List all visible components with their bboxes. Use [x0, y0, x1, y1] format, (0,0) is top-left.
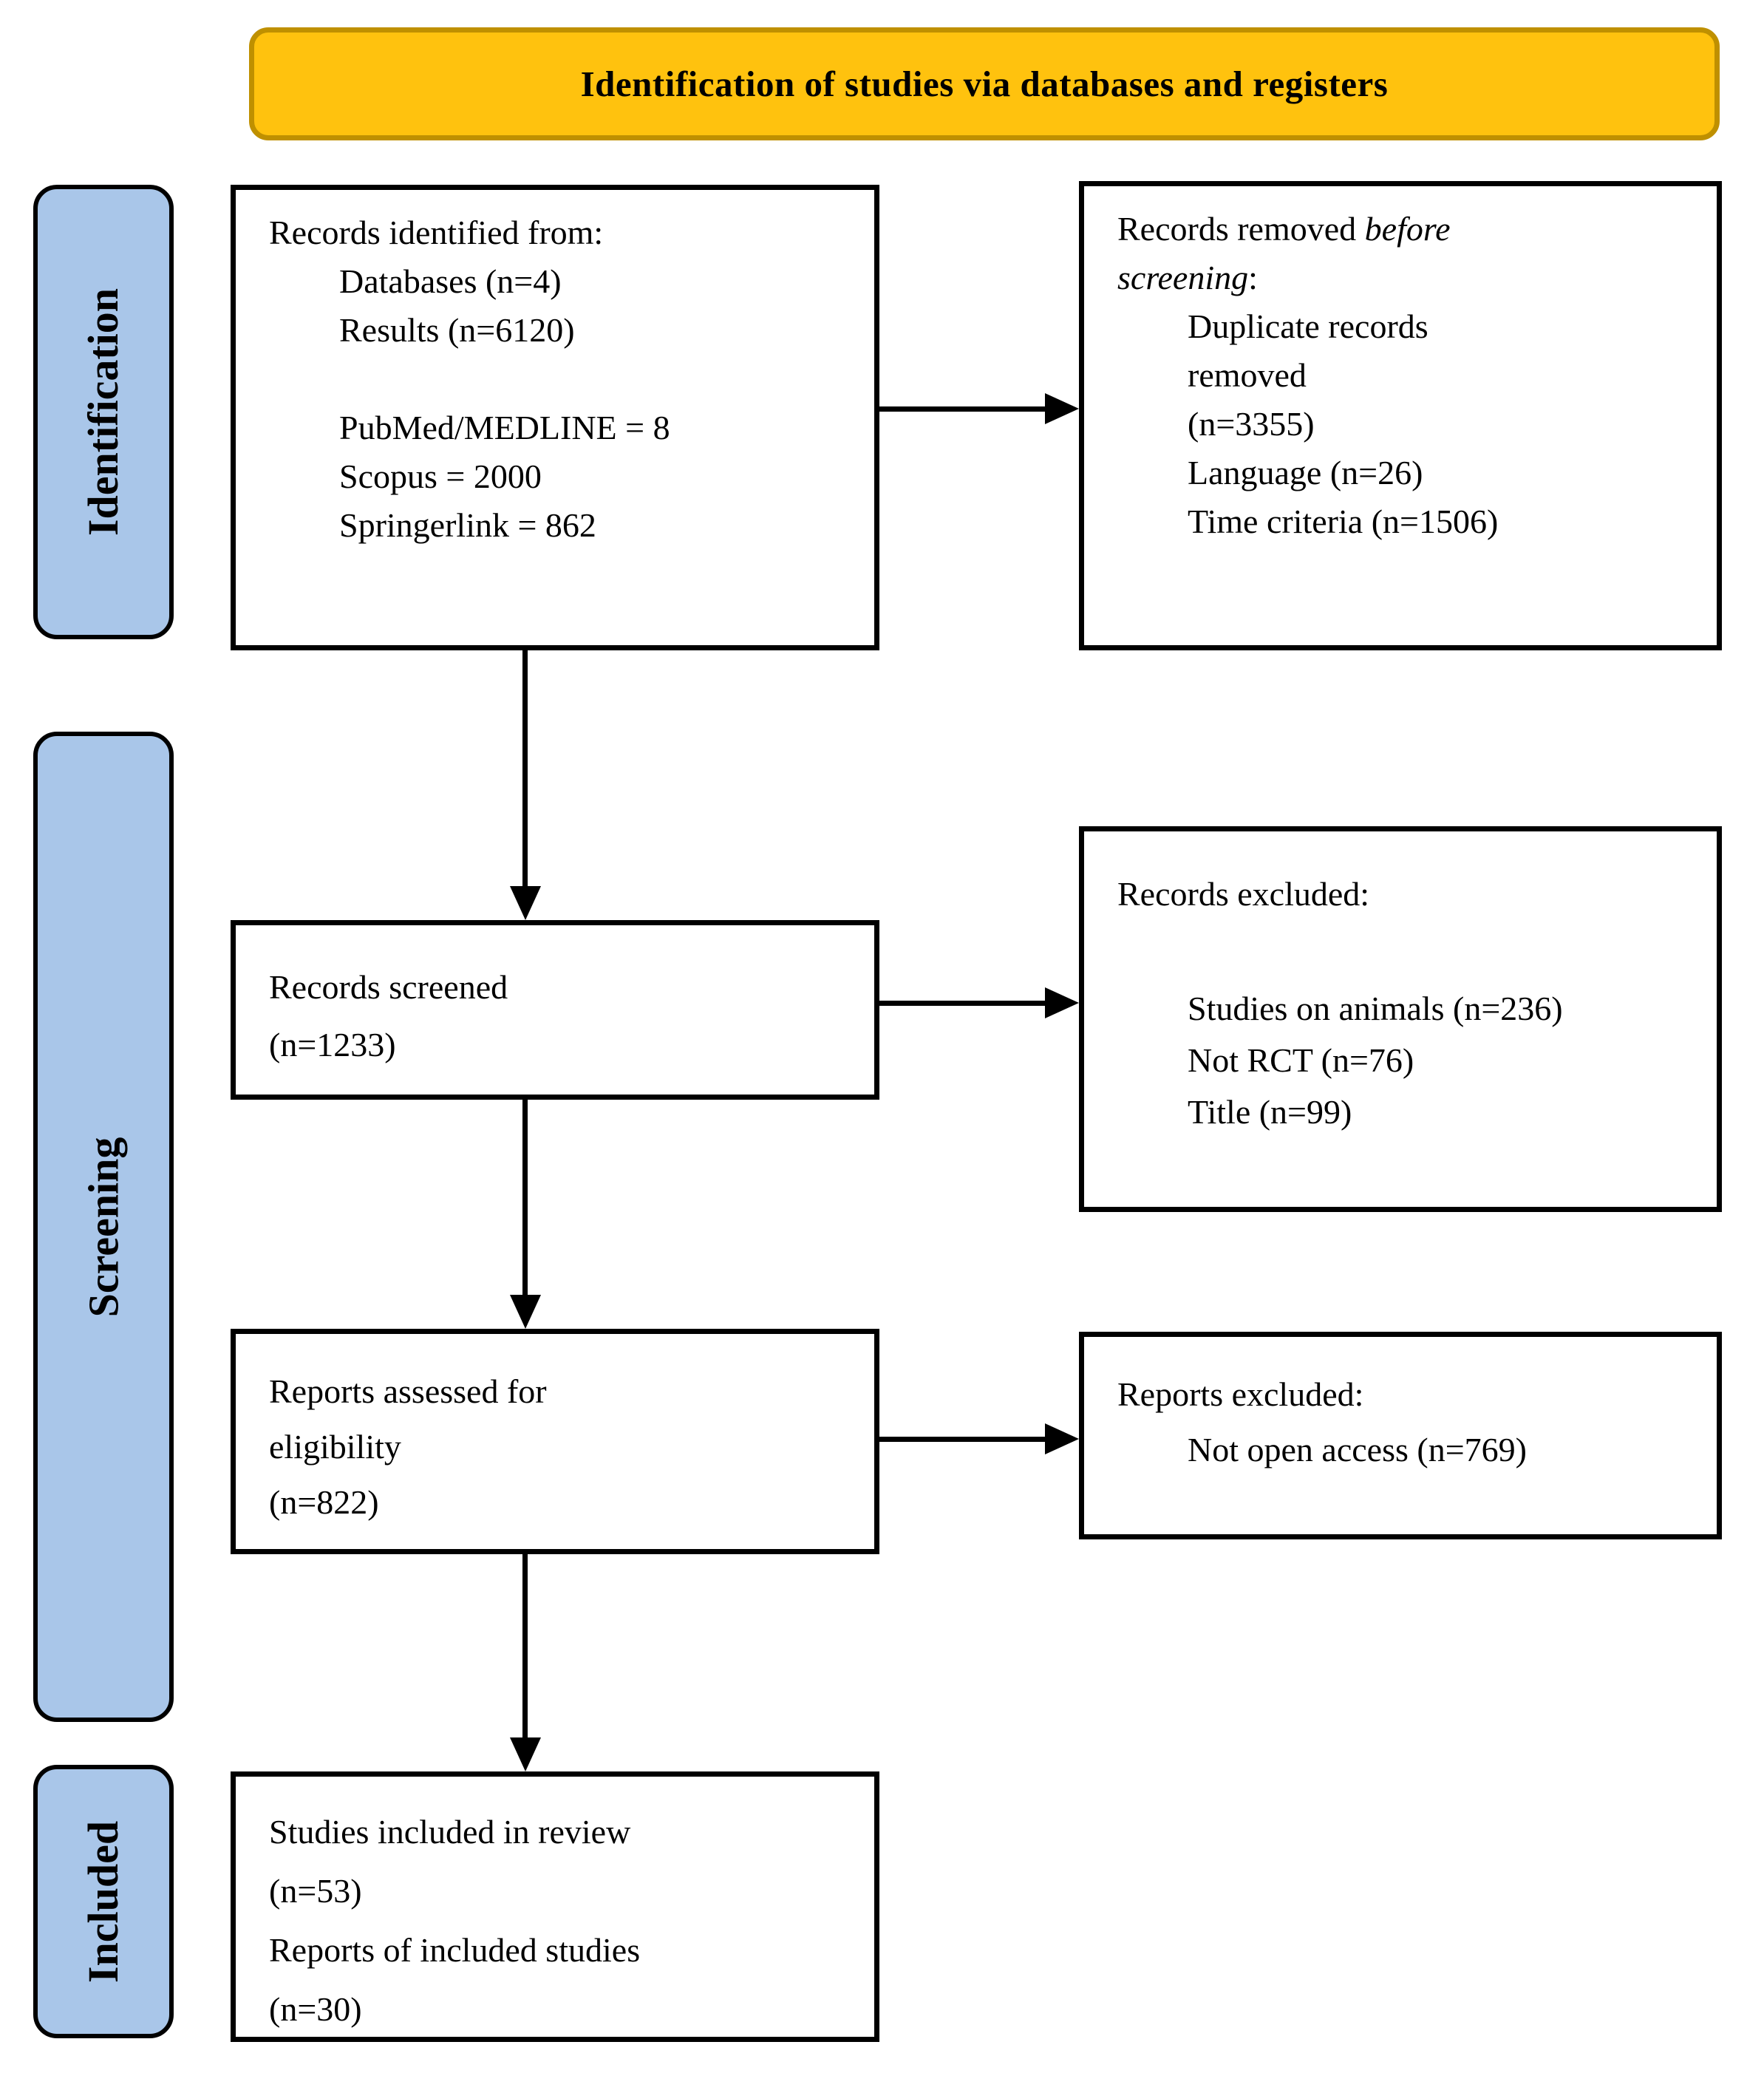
records-identified-box: Records identified from: Databases (n=4)… [231, 185, 879, 650]
box-line: (n=3355) [1188, 405, 1315, 443]
box-line: Reports of included studies [269, 1931, 641, 1969]
stage-label-identification: Identification [33, 185, 174, 639]
box-line: (n=53) [269, 1872, 362, 1910]
diagram-title-banner: Identification of studies via databases … [249, 27, 1720, 140]
stage-label-screening: Screening [33, 732, 174, 1722]
arrow-assessed-to-reports-excluded-head [1045, 1423, 1079, 1454]
records-removed-box: Records removed before screening: Duplic… [1079, 181, 1722, 650]
arrow-assessed-to-reports-excluded-line [879, 1437, 1048, 1442]
box-line: Not RCT (n=76) [1188, 1041, 1414, 1079]
stage-label-included: Included [33, 1765, 174, 2038]
box-line: Studies on animals (n=236) [1188, 990, 1563, 1027]
box-line: Scopus = 2000 [339, 457, 542, 495]
box-line: Reports assessed for [269, 1372, 547, 1410]
reports-excluded-box: Reports excluded: Not open access (n=769… [1079, 1332, 1722, 1539]
blank-line [1117, 920, 1687, 983]
box-line: PubMed/MEDLINE = 8 [339, 409, 670, 446]
box-line: Results (n=6120) [339, 311, 575, 349]
arrow-assessed-to-included-head [510, 1737, 541, 1771]
box-line: Records screened [269, 968, 508, 1006]
box-line: Language (n=26) [1188, 454, 1423, 491]
arrow-screened-to-assessed-head [510, 1295, 541, 1329]
box-line: Reports excluded: [1117, 1375, 1364, 1413]
arrow-identified-to-screened-line [522, 650, 528, 888]
studies-included-box: Studies included in review (n=53) Report… [231, 1771, 879, 2042]
arrow-screened-to-excluded-line [879, 1001, 1048, 1006]
box-line: removed [1188, 356, 1307, 394]
box-line: Springerlink = 862 [339, 506, 596, 544]
box-line: Studies included in review [269, 1813, 631, 1851]
box-line: Databases (n=4) [339, 262, 562, 300]
records-screened-box: Records screened (n=1233) [231, 920, 879, 1100]
box-line: (n=822) [269, 1483, 379, 1521]
box-line: (n=30) [269, 1990, 362, 2028]
records-excluded-box: Records excluded: Studies on animals (n=… [1079, 826, 1722, 1212]
arrow-assessed-to-included-line [522, 1554, 528, 1739]
box-line: Title (n=99) [1188, 1093, 1352, 1131]
arrow-screened-to-assessed-line [522, 1100, 528, 1296]
reports-assessed-box: Reports assessed for eligibility (n=822) [231, 1329, 879, 1554]
arrow-identified-to-removed-line [879, 406, 1048, 412]
arrow-screened-to-excluded-head [1045, 987, 1079, 1018]
box-line: eligibility [269, 1428, 401, 1466]
arrow-identified-to-screened-head [510, 886, 541, 920]
box-line: Time criteria (n=1506) [1188, 503, 1499, 540]
box-line: (n=1233) [269, 1026, 396, 1063]
box-line: Records excluded: [1117, 875, 1370, 913]
arrow-identified-to-removed-head [1045, 393, 1079, 424]
box-line: screening: [1117, 259, 1258, 296]
box-line: Records identified from: [269, 214, 604, 251]
box-line: Duplicate records [1188, 307, 1428, 345]
box-line: Not open access (n=769) [1188, 1431, 1527, 1468]
stage-label-identification-text: Identification [79, 287, 128, 537]
box-line: Records removed before [1117, 210, 1451, 248]
diagram-title: Identification of studies via databases … [580, 64, 1389, 104]
blank-line [269, 355, 845, 404]
stage-label-screening-text: Screening [79, 1137, 128, 1317]
stage-label-included-text: Included [79, 1820, 128, 1983]
